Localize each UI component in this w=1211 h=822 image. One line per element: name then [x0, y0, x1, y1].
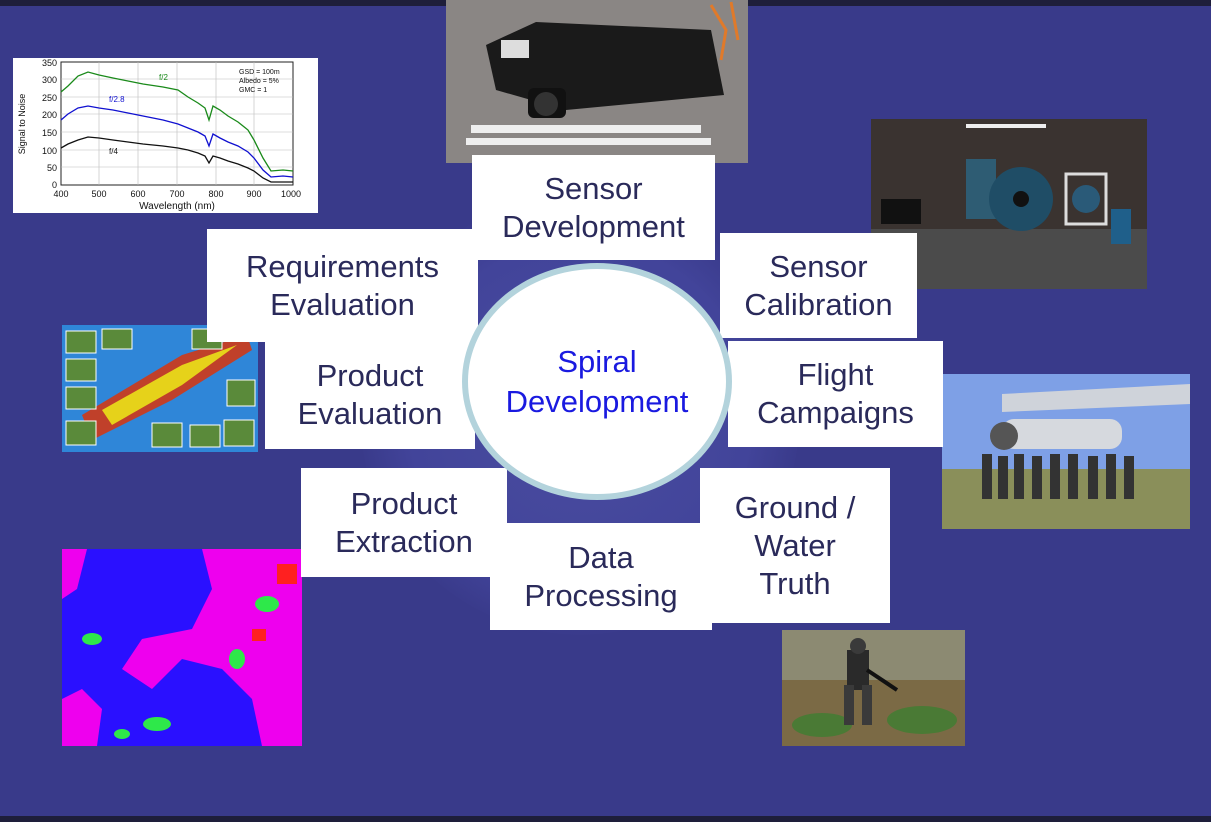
label-line: Product — [316, 358, 424, 393]
y-tick: 200 — [42, 110, 57, 120]
label-line: Truth — [759, 565, 831, 601]
x-axis-label: Wavelength (nm) — [139, 201, 215, 212]
y-tick: 350 — [42, 58, 57, 68]
x-tick: 700 — [169, 189, 184, 199]
label-line: Processing — [524, 577, 678, 613]
label-line: Data — [568, 539, 634, 575]
label-line: Ground / — [734, 489, 856, 525]
label-ground-water-truth: Ground / Water Truth — [700, 468, 890, 623]
label-product-evaluation: Product Evaluation — [265, 341, 475, 449]
series-label-f2: f/2 — [159, 73, 168, 82]
label-line: Evaluation — [297, 396, 443, 431]
x-tick: 800 — [208, 189, 223, 199]
note-line: GMC = 1 — [239, 87, 267, 94]
label-line: Sensor — [769, 248, 868, 284]
label-line: Requirements — [246, 248, 439, 284]
y-tick: 100 — [42, 146, 57, 156]
x-tick: 500 — [91, 189, 106, 199]
label-line: Water — [754, 527, 836, 563]
sensor-photo — [446, 0, 748, 163]
airplane-crew-photo — [942, 374, 1190, 529]
label-line: Development — [502, 208, 685, 244]
label-data-processing: Data Processing — [490, 523, 712, 630]
bottom-border — [0, 816, 1211, 822]
label-line: Evaluation — [270, 286, 415, 322]
y-tick: 0 — [52, 180, 57, 190]
series-label-f28: f/2.8 — [109, 95, 125, 104]
center-line: Spiral — [557, 343, 637, 379]
series-label-f4: f/4 — [109, 147, 118, 156]
label-sensor-development: Sensor Development — [472, 155, 715, 260]
label-line: Product — [350, 485, 458, 521]
label-requirements-evaluation: Requirements Evaluation — [207, 229, 478, 342]
label-line: Flight — [797, 357, 874, 392]
note-line: Albedo = 5% — [239, 78, 279, 85]
label-sensor-calibration: Sensor Calibration — [720, 233, 917, 338]
center-line: Development — [505, 383, 689, 419]
x-tick: 400 — [53, 189, 68, 199]
x-tick: 600 — [130, 189, 145, 199]
y-tick: 150 — [42, 128, 57, 138]
note-line: GSD = 100m — [239, 69, 280, 76]
label-product-extraction: Product Extraction — [301, 468, 507, 577]
evaluation-collage — [62, 325, 258, 452]
x-tick: 1000 — [281, 189, 301, 199]
snr-chart: 350 300 250 200 150 100 50 0 400 500 600… — [13, 58, 318, 213]
x-tick: 900 — [246, 189, 261, 199]
label-line: Extraction — [335, 523, 473, 559]
y-tick: 250 — [42, 93, 57, 103]
label-line: Campaigns — [757, 395, 914, 430]
center-spiral-development: Spiral Development — [462, 263, 732, 500]
calibration-lab-photo — [871, 119, 1147, 289]
label-line: Calibration — [744, 286, 893, 322]
classification-map — [62, 549, 302, 746]
y-tick: 50 — [47, 163, 57, 173]
label-line: Sensor — [544, 170, 643, 206]
y-axis-label: Signal to Noise — [17, 94, 27, 155]
field-worker-photo — [782, 630, 965, 746]
label-flight-campaigns: Flight Campaigns — [728, 341, 943, 447]
y-tick: 300 — [42, 75, 57, 85]
